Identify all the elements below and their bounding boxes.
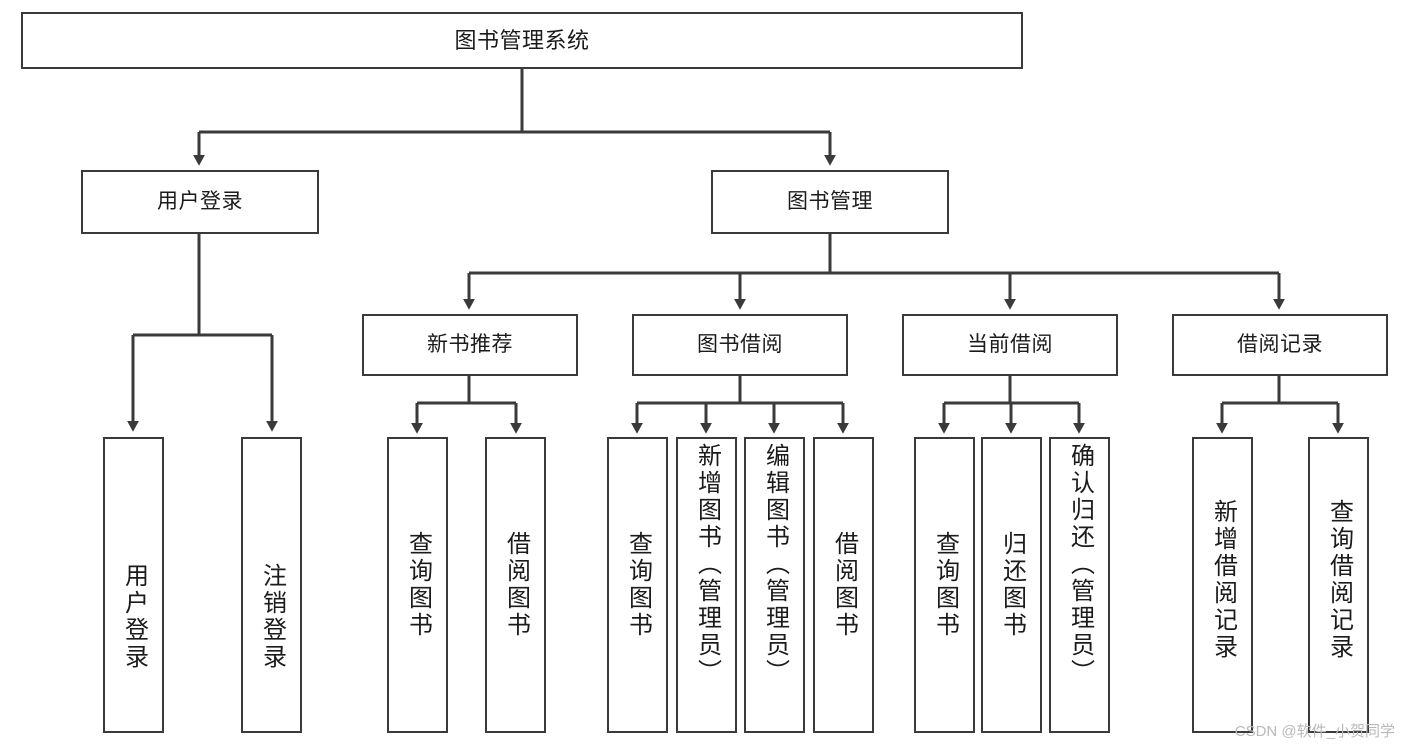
node-leaf-cur-confirm[interactable]: 确认归还（管理员） [1049, 437, 1110, 733]
watermark: CSDN @软件_小贺同学 [1234, 723, 1395, 740]
node-book-borrow[interactable]: 图书借阅 [632, 314, 848, 376]
node-book-manage[interactable]: 图书管理 [711, 170, 949, 234]
node-leaf-borrow-edit-label: 编辑图书（管理员） [761, 443, 789, 686]
node-leaf-rec-borrow-label: 借阅图书 [502, 531, 530, 639]
node-new-book-rec[interactable]: 新书推荐 [362, 314, 578, 376]
node-leaf-user-login[interactable]: 用户登录 [103, 437, 164, 733]
node-leaf-cur-confirm-label: 确认归还（管理员） [1066, 443, 1094, 686]
node-leaf-user-logout[interactable]: 注销登录 [241, 437, 302, 733]
node-leaf-rec-add[interactable]: 新增借阅记录 [1192, 437, 1253, 733]
node-leaf-rec-query[interactable]: 查询图书 [387, 437, 448, 733]
node-book-borrow-label: 图书借阅 [697, 332, 783, 356]
node-leaf-rec-add-label: 新增借阅记录 [1209, 499, 1237, 661]
node-leaf-rec-query-label: 查询图书 [404, 531, 432, 639]
node-leaf-cur-return[interactable]: 归还图书 [981, 437, 1042, 733]
node-root-label: 图书管理系统 [454, 27, 590, 53]
node-leaf-borrow-query-label: 查询图书 [624, 531, 652, 639]
node-leaf-borrow-query[interactable]: 查询图书 [607, 437, 668, 733]
node-leaf-rec-borrow[interactable]: 借阅图书 [485, 437, 546, 733]
node-leaf-borrow-edit[interactable]: 编辑图书（管理员） [744, 437, 805, 733]
node-leaf-borrow-lend-label: 借阅图书 [830, 531, 858, 639]
node-leaf-rec-search[interactable]: 查询借阅记录 [1308, 437, 1369, 733]
node-leaf-rec-search-label: 查询借阅记录 [1325, 499, 1353, 661]
node-root[interactable]: 图书管理系统 [21, 12, 1023, 69]
node-leaf-user-login-label: 用户登录 [120, 563, 148, 671]
node-book-manage-label: 图书管理 [787, 189, 873, 213]
node-new-book-rec-label: 新书推荐 [427, 332, 513, 356]
node-leaf-borrow-add[interactable]: 新增图书（管理员） [676, 437, 737, 733]
node-leaf-borrow-add-label: 新增图书（管理员） [693, 443, 721, 686]
node-leaf-borrow-lend[interactable]: 借阅图书 [813, 437, 874, 733]
node-user-login-label: 用户登录 [157, 189, 243, 213]
node-leaf-cur-query-label: 查询图书 [931, 531, 959, 639]
node-leaf-cur-query[interactable]: 查询图书 [914, 437, 975, 733]
node-user-login[interactable]: 用户登录 [81, 170, 319, 234]
node-current-borrow-label: 当前借阅 [967, 332, 1053, 356]
node-leaf-user-logout-label: 注销登录 [258, 563, 286, 671]
node-borrow-record-label: 借阅记录 [1237, 332, 1323, 356]
node-current-borrow[interactable]: 当前借阅 [902, 314, 1118, 376]
node-borrow-record[interactable]: 借阅记录 [1172, 314, 1388, 376]
node-leaf-cur-return-label: 归还图书 [998, 531, 1026, 639]
